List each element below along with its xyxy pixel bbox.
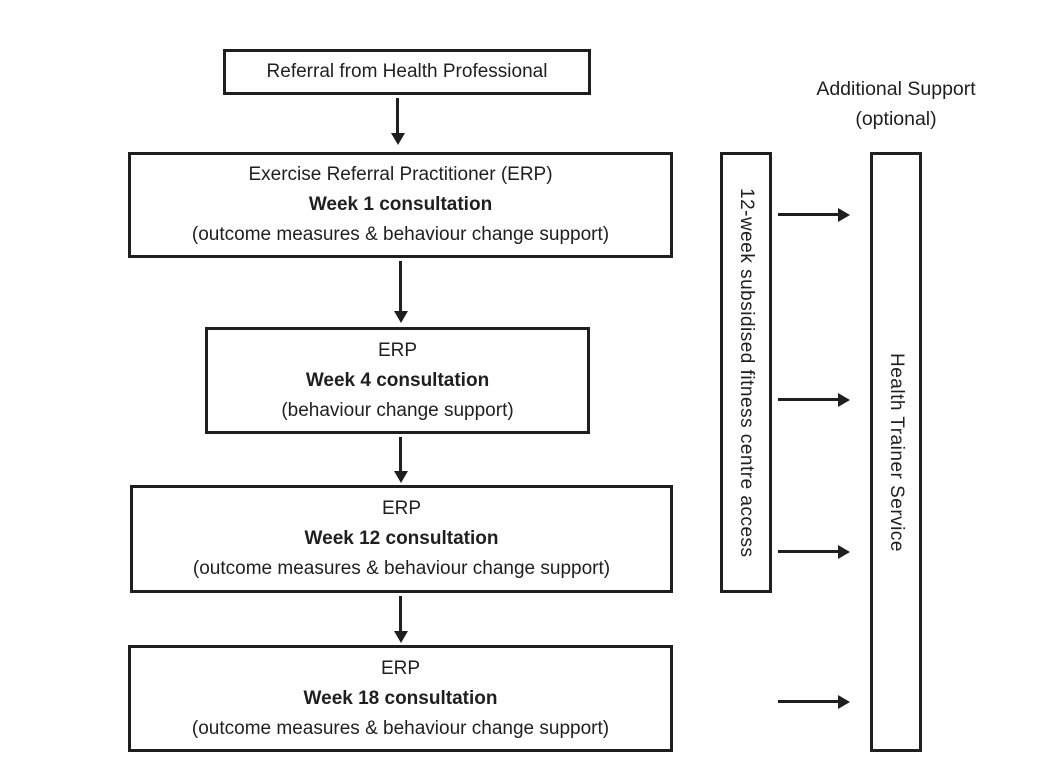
arrow-down-icon — [399, 437, 402, 471]
week-12-consultation-box: ERP Week 12 consultation (outcome measur… — [130, 485, 673, 593]
week-1-line-3: (outcome measures & behaviour change sup… — [191, 224, 610, 245]
arrow-right-icon — [778, 398, 838, 401]
week-18-consultation-box: ERP Week 18 consultation (outcome measur… — [128, 645, 673, 752]
arrow-down-icon — [399, 261, 402, 311]
arrow-right-icon — [778, 213, 838, 216]
fitness-centre-access-box: 12-week subsidised fitness centre access — [720, 152, 772, 593]
referral-box: Referral from Health Professional — [223, 49, 591, 95]
week-4-line-2: Week 4 consultation — [305, 369, 490, 391]
week-18-line-3: (outcome measures & behaviour change sup… — [191, 717, 610, 739]
week-4-line-3: (behaviour change support) — [281, 399, 514, 421]
week-1-line-2: Week 1 consultation — [308, 194, 493, 215]
week-12-line-2: Week 12 consultation — [304, 528, 499, 549]
week-1-consultation-box: Exercise Referral Practitioner (ERP) Wee… — [128, 152, 673, 258]
referral-box-label: Referral from Health Professional — [266, 61, 548, 82]
health-trainer-service-label: Health Trainer Service — [886, 352, 907, 552]
arrow-down-icon — [399, 596, 402, 631]
week-4-line-1: ERP — [377, 339, 418, 361]
arrow-down-icon — [396, 98, 399, 133]
week-12-line-3: (outcome measures & behaviour change sup… — [192, 558, 611, 579]
week-18-line-2: Week 18 consultation — [303, 687, 498, 709]
additional-support-title: Additional Support — [816, 78, 976, 100]
arrow-right-icon — [778, 700, 838, 703]
arrow-right-icon — [778, 550, 838, 553]
additional-support-subtitle: (optional) — [855, 108, 937, 130]
week-18-line-1: ERP — [380, 657, 421, 679]
fitness-centre-access-label: 12-week subsidised fitness centre access — [736, 187, 757, 558]
health-trainer-service-box: Health Trainer Service — [870, 152, 922, 752]
week-12-line-1: ERP — [381, 498, 422, 519]
week-4-consultation-box: ERP Week 4 consultation (behaviour chang… — [205, 327, 590, 434]
additional-support-heading: Additional Support (optional) — [781, 74, 1011, 134]
week-1-line-1: Exercise Referral Practitioner (ERP) — [248, 164, 553, 185]
